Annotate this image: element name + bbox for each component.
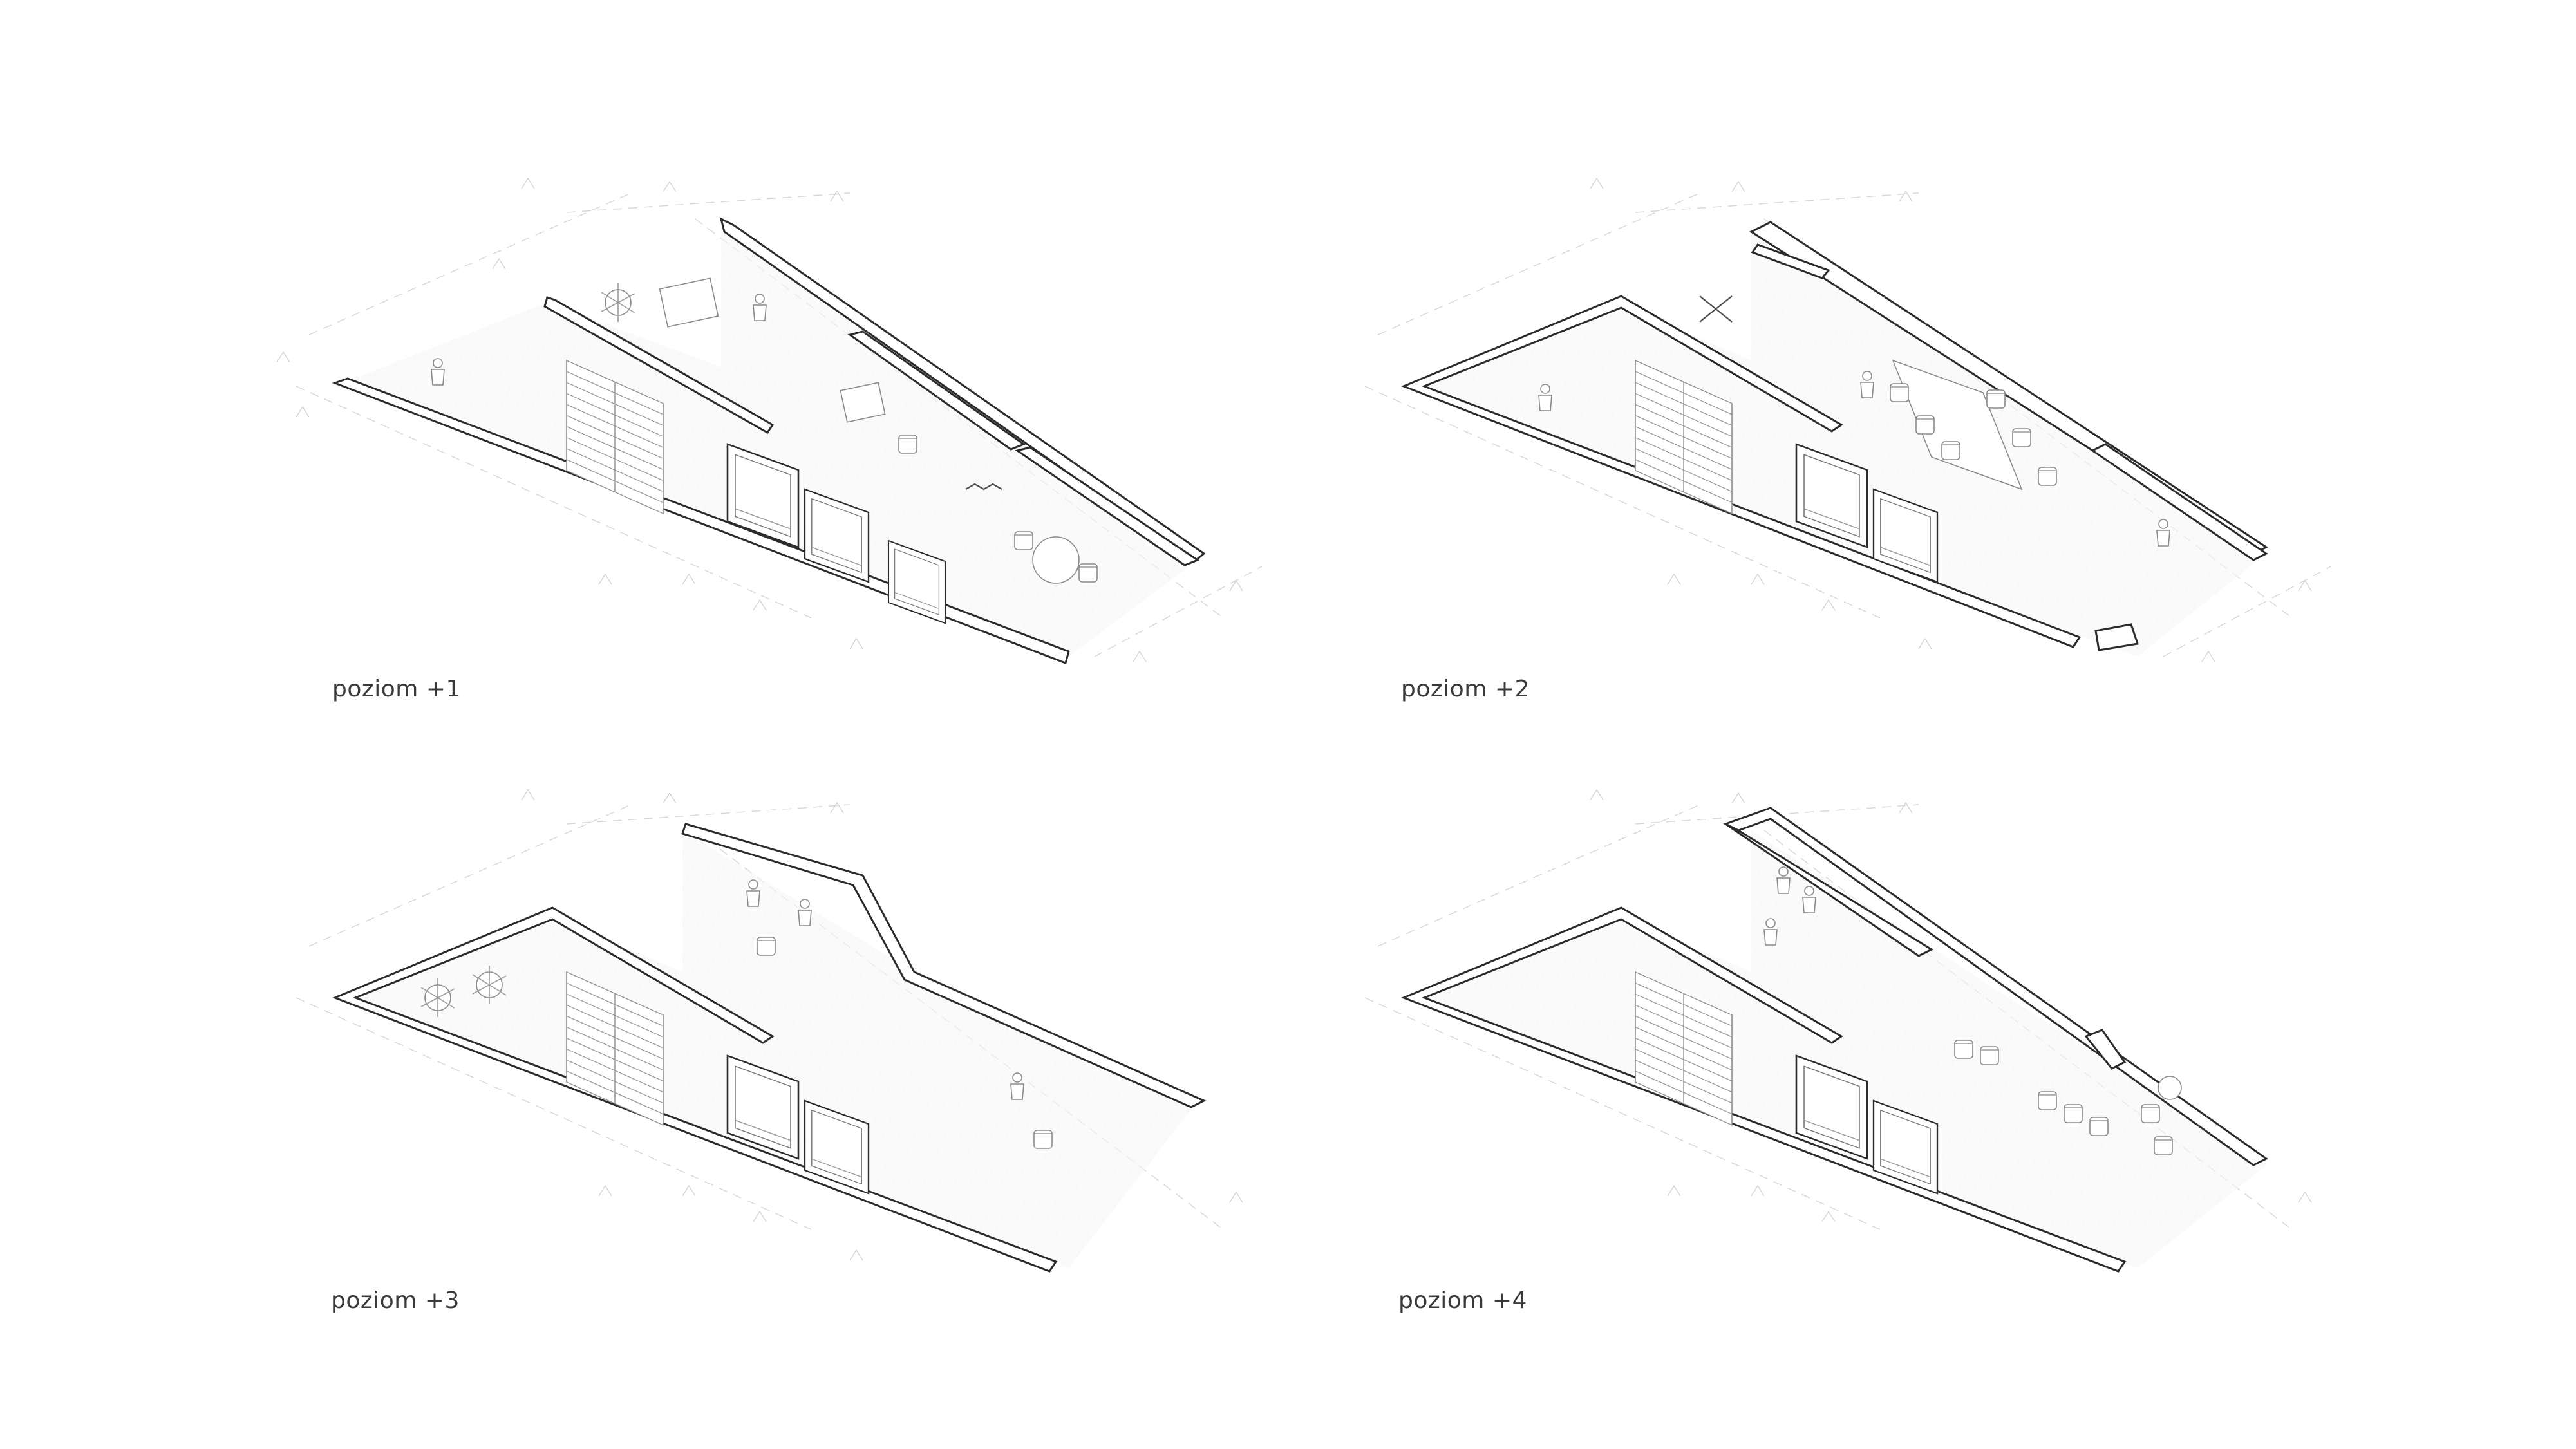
plan-level-2 xyxy=(1364,178,2331,662)
level-2-label: poziom +2 xyxy=(1401,676,1530,702)
plan-level-3 xyxy=(296,789,1243,1273)
plan-level-1 xyxy=(276,178,1263,664)
level-4-label: poziom +4 xyxy=(1398,1287,1527,1314)
level-3-label: poziom +3 xyxy=(331,1287,460,1314)
level-1-label: poziom +1 xyxy=(332,676,461,702)
plan-level-4 xyxy=(1364,789,2312,1273)
